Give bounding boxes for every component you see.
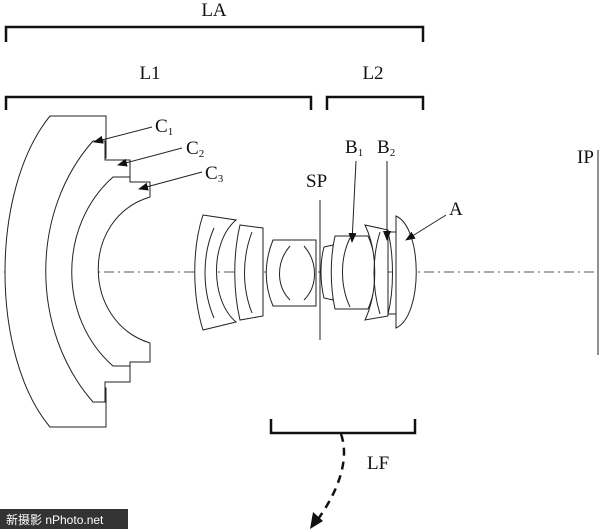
watermark-text: 新摄影 nPhoto.net (6, 512, 104, 527)
label-c3: C3 (205, 163, 224, 185)
label-b1: B1 (345, 137, 363, 159)
label-c2: C2 (186, 138, 204, 160)
lens-element-m3 (265, 239, 317, 307)
movement-arrow (314, 433, 346, 523)
label-b2: B2 (377, 137, 395, 159)
label-la: LA (201, 0, 227, 21)
lens-element-b1 (330, 235, 376, 310)
arrow-c3 (138, 171, 203, 191)
label-l2: L2 (362, 63, 383, 84)
lens-element-m1 (194, 214, 238, 331)
label-c1: C1 (155, 116, 173, 138)
lens-element-m2 (234, 224, 264, 321)
arrow-a (405, 214, 447, 241)
label-ip: IP (577, 147, 594, 168)
label-a: A (449, 199, 463, 220)
bracket-lf (269, 419, 417, 435)
bracket-l2 (325, 95, 425, 110)
lens-element-r1 (320, 244, 334, 301)
label-l1: L1 (139, 63, 160, 84)
arrow-c2 (117, 147, 183, 167)
label-lf: LF (367, 453, 389, 474)
arrow-c1 (93, 126, 153, 144)
lens-element-a (395, 215, 417, 329)
lens-element-b2 (387, 231, 397, 315)
bracket-la (4, 25, 425, 42)
movement-arrowhead (310, 512, 323, 529)
lens-element-r2 (364, 224, 389, 321)
label-sp: SP (306, 171, 327, 192)
lens-element-c3 (71, 176, 151, 367)
watermark-background (0, 509, 128, 529)
bracket-l1 (4, 95, 313, 110)
arrow-b1 (348, 160, 357, 243)
